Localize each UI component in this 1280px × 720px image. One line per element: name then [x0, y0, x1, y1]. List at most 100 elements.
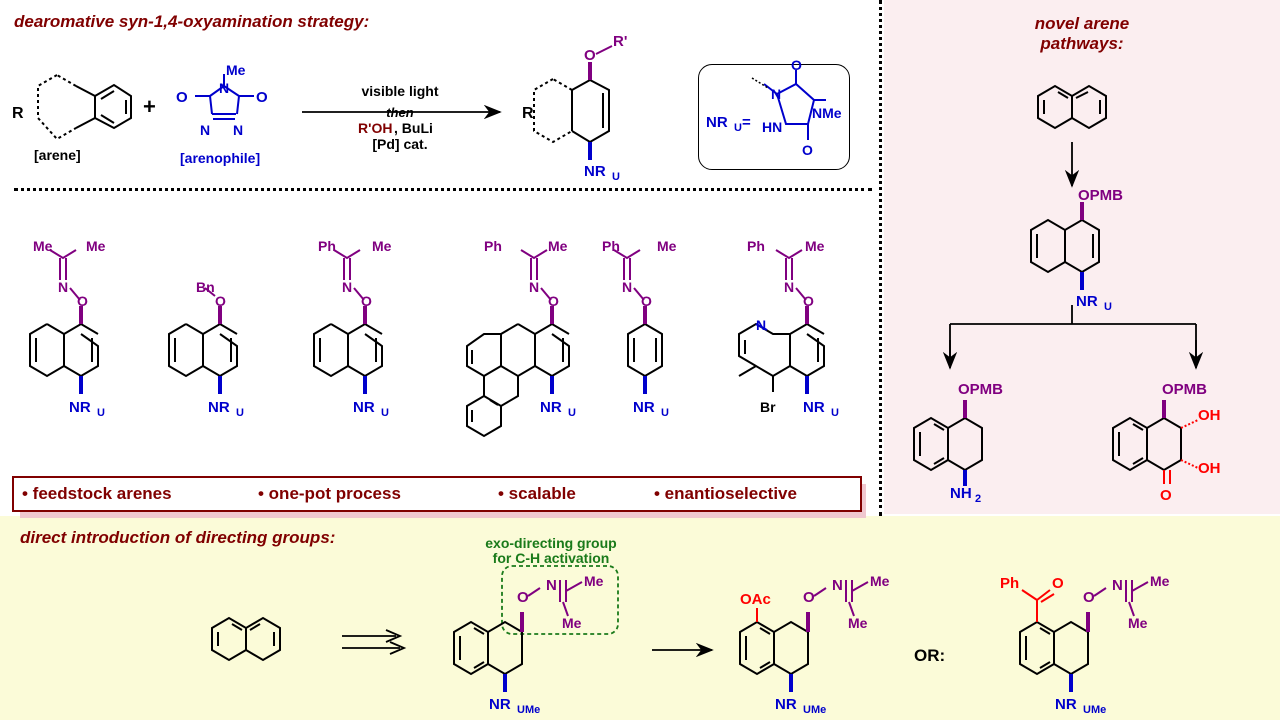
structure-atom-label: N: [622, 279, 632, 295]
structure-atom-label: Br: [760, 399, 776, 415]
bond-line: [333, 249, 365, 301]
structure-atom-label: NR: [69, 399, 91, 416]
bond-line: [738, 322, 825, 378]
bond-line: [775, 249, 807, 301]
structure-atom-label: N: [1112, 577, 1123, 594]
structure-atom-label: Me: [1150, 573, 1170, 589]
arenophile-label: [arenophile]: [180, 150, 260, 166]
bond-line: [459, 627, 485, 669]
novel-pathways-heading-line1: novel arene: [1034, 14, 1130, 33]
structure-atom-label: OPMB: [1162, 381, 1207, 398]
structure-atom-label: U: [1104, 301, 1112, 313]
branch-lines: [949, 305, 1197, 364]
structure-atom-label: OPMB: [958, 381, 1003, 398]
condition-catalyst: [Pd] cat.: [372, 136, 427, 152]
product-structure: [533, 78, 610, 144]
directing-groups-heading: direct introduction of directing groups:: [20, 528, 336, 547]
bond-line: [94, 83, 132, 130]
horizontal-dotted-divider: [14, 188, 872, 191]
arenophile-me: Me: [226, 62, 246, 78]
nru-nme: NMe: [812, 105, 842, 121]
structure-atom-label: NR: [1076, 293, 1098, 310]
bond-line: [1037, 84, 1107, 130]
bond-line: [453, 620, 523, 676]
structure-atom-label: O: [803, 293, 814, 309]
condition-roh: R'OH: [358, 120, 392, 136]
bond-line: [571, 78, 610, 144]
example-4: Ph Me N O NR U: [466, 238, 576, 438]
bond-line: [1118, 423, 1144, 465]
structure-atom-label: Me: [870, 573, 890, 589]
opmb-intermediate: OPMB NR U: [1030, 187, 1123, 313]
structure-atom-label: OPMB: [1078, 187, 1123, 204]
naphthalene-start: [1037, 84, 1107, 130]
structure-atom-label: UMe: [517, 704, 540, 716]
structure-atom-label: N: [756, 317, 766, 333]
bond-line: [1036, 234, 1094, 258]
arenophile-structure: [195, 74, 254, 120]
arene-structure: [37, 74, 132, 141]
structure-atom-label: U: [97, 407, 105, 419]
structure-atom-label: NR: [208, 399, 230, 416]
structure-atom-label: O: [215, 293, 226, 309]
structure-atom-label: NR: [775, 696, 797, 713]
example-2: Bn O NR U: [168, 279, 244, 419]
structure-atom-label: NR: [803, 399, 825, 416]
structure-atom-label: N: [342, 279, 352, 295]
structure-atom-label: Me: [562, 615, 582, 631]
plus-sign: +: [143, 94, 156, 119]
product-o: O: [584, 47, 596, 64]
bond-line: [168, 322, 238, 378]
structure-atom-label: Ph: [602, 238, 620, 254]
structure-atom-label: OH: [1198, 407, 1221, 424]
condition-light: visible light: [361, 83, 438, 99]
bond-line: [217, 623, 275, 646]
structure-atom-label: N: [58, 279, 68, 295]
nru-hn: HN: [762, 119, 782, 135]
structure-atom-label: Me: [372, 238, 392, 254]
structure-atom-label: U: [831, 407, 839, 419]
nru-def-eq: =: [742, 114, 751, 131]
bond-line: [1025, 627, 1051, 669]
bond-line: [633, 338, 657, 362]
structure-atom-label: O: [1083, 589, 1095, 606]
structure-atom-label: O: [77, 293, 88, 309]
bond-line: [29, 322, 99, 378]
bond-line: [75, 85, 96, 129]
nru-o-top: O: [791, 57, 802, 73]
structure-atom-label: Me: [584, 573, 604, 589]
structure-atom-label: Me: [86, 238, 106, 254]
nru-def-nr: NR: [706, 114, 728, 131]
bond-line: [209, 95, 240, 115]
structure-atom-label: O: [361, 293, 372, 309]
structure-atom-label: Ph: [1000, 575, 1019, 592]
bond-line: [813, 580, 869, 617]
product-nr: NR: [584, 163, 606, 180]
structure-atom-label: Ph: [747, 238, 765, 254]
product-u-sub: U: [612, 171, 620, 183]
arenophile-o-left: O: [176, 89, 188, 106]
oxime-tetralin: O N Me Me NR UMe: [453, 573, 604, 716]
product-r: R': [613, 33, 627, 50]
exo-highlight-box: [501, 565, 619, 635]
arenophile-n-left: N: [200, 122, 210, 138]
arenophile-n-top: N: [219, 80, 229, 96]
bond-line: [212, 113, 236, 120]
product-r-ring: R: [522, 105, 534, 122]
structure-atom-label: NR: [353, 399, 375, 416]
structure-atom-label: NR: [540, 399, 562, 416]
structure-atom-label: Me: [1128, 615, 1148, 631]
example-6: Ph Me N O N Br NR U: [738, 238, 839, 419]
structure-atom-label: Me: [548, 238, 568, 254]
nru-o-bottom: O: [802, 142, 813, 158]
structure-atom-label: O: [548, 293, 559, 309]
oac-product: OAc O N Me Me NR UMe: [739, 573, 890, 716]
example-3: Ph Me N O NR U: [313, 238, 392, 419]
bond-line: [527, 580, 583, 617]
structure-atom-label: N: [529, 279, 539, 295]
exo-label-1: exo-directing group: [485, 535, 616, 551]
two-step-arrows: [342, 635, 400, 649]
structure-atom-label: O: [803, 589, 815, 606]
structure-atom-label: Me: [805, 238, 825, 254]
bond-line: [533, 78, 573, 144]
